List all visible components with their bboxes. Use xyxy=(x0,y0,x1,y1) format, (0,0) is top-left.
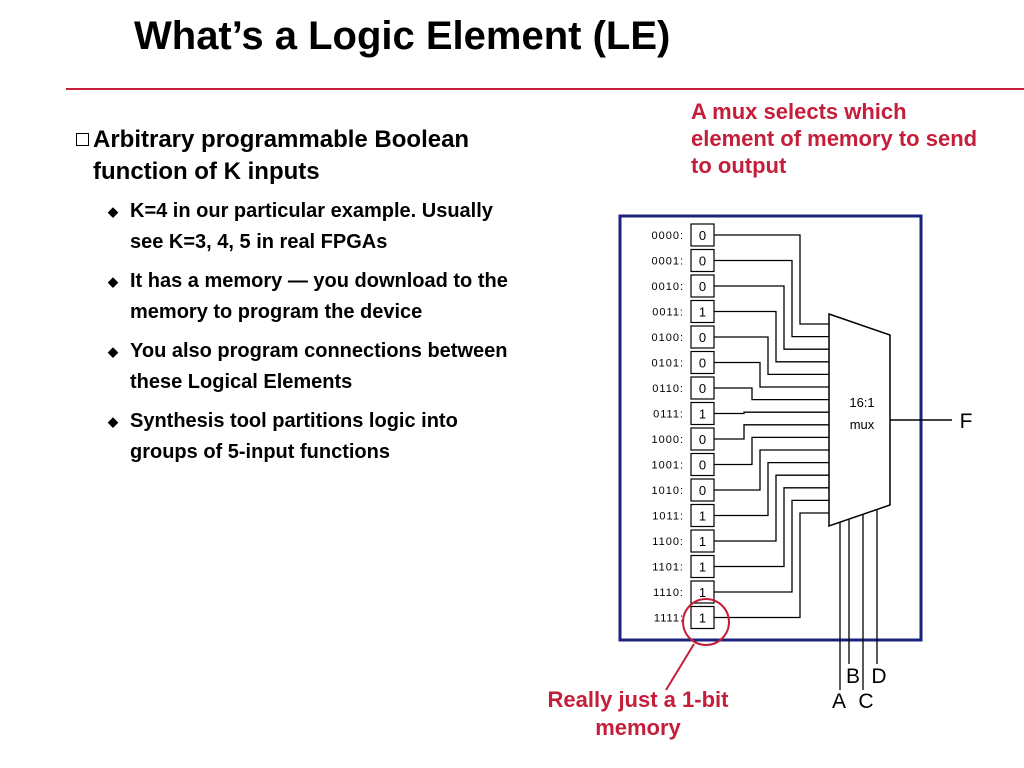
sub-bullet-text: You also program connections between the… xyxy=(130,340,508,393)
memory-address-label: 1100: xyxy=(652,536,684,548)
square-bullet-icon xyxy=(76,133,89,146)
mux-input-wire xyxy=(714,234,829,325)
mux-label-text: mux xyxy=(850,417,875,432)
memory-address-label: 0100: xyxy=(651,332,684,344)
mux-input-wire xyxy=(714,474,829,542)
memory-bit-value: 0 xyxy=(699,254,706,269)
sub-bullet-text: K=4 in our particular example. Usually s… xyxy=(130,200,493,253)
mux-input-wire xyxy=(714,449,829,491)
memory-address-label: 0011: xyxy=(652,307,684,319)
memory-bit-value: 1 xyxy=(699,534,706,549)
main-bullet: Arbitrary programmable Boolean function … xyxy=(70,124,530,188)
title-divider xyxy=(66,88,1024,90)
select-lines xyxy=(839,509,878,690)
sub-bullet: ◆ It has a memory — you download to the … xyxy=(108,266,530,328)
mux-input-wire xyxy=(714,512,829,619)
memory-bit-value: 1 xyxy=(699,611,706,626)
mux-input-wire xyxy=(714,361,829,388)
select-label-a: A xyxy=(832,690,846,713)
memory-bit-value: 0 xyxy=(699,330,706,345)
output-label-f: F xyxy=(960,410,973,433)
memory-bit-value: 0 xyxy=(699,483,706,498)
diamond-bullet-icon: ◆ xyxy=(108,414,118,429)
slide-title: What’s a Logic Element (LE) xyxy=(134,14,671,58)
callout-pointer xyxy=(665,643,695,691)
memory-bit-value: 0 xyxy=(699,381,706,396)
memory-bit-value: 0 xyxy=(699,228,706,243)
sub-bullet: ◆ You also program connections between t… xyxy=(108,336,530,398)
memory-address-label: 1010: xyxy=(651,485,684,497)
memory-address-label: 1110: xyxy=(653,587,684,599)
mux-input-wire xyxy=(714,336,829,376)
main-bullet-text: Arbitrary programmable Boolean function … xyxy=(93,126,470,185)
le-frame xyxy=(618,214,923,642)
memory-bit-value: 1 xyxy=(699,407,706,422)
memory-bit-value: 1 xyxy=(699,560,706,575)
mux-input-wire xyxy=(714,259,829,338)
sub-bullet-list: ◆ K=4 in our particular example. Usually… xyxy=(70,196,530,468)
memory-address-label: 1000: xyxy=(651,434,684,446)
mux-input-wire xyxy=(714,436,829,466)
mux-input-wire xyxy=(714,487,829,568)
highlight-circle xyxy=(682,598,730,646)
memory-bit-value: 0 xyxy=(699,432,706,447)
memory-address-label: 0101: xyxy=(651,358,684,370)
mux-input-wire xyxy=(714,387,829,401)
memory-bit-value: 0 xyxy=(699,458,706,473)
memory-bit-value: 1 xyxy=(699,509,706,524)
sub-bullet-text: It has a memory — you download to the me… xyxy=(130,270,508,323)
mux-callout: A mux selects which element of memory to… xyxy=(691,99,978,178)
bullet-list: Arbitrary programmable Boolean function … xyxy=(70,124,530,476)
memory-address-label: 0110: xyxy=(652,383,684,395)
memory-bit-value: 0 xyxy=(699,356,706,371)
diamond-bullet-icon: ◆ xyxy=(108,274,118,289)
memory-callout: Really just a 1-bit memory xyxy=(547,687,729,740)
mux-label-ratio: 16:1 xyxy=(849,395,874,410)
select-label-c: C xyxy=(858,690,873,713)
mux-input-wire xyxy=(714,424,829,440)
memory-address-label: 1111: xyxy=(654,613,684,625)
memory-address-label: 0010: xyxy=(651,281,684,293)
mux-input-wire xyxy=(714,285,829,350)
sub-bullet: ◆ K=4 in our particular example. Usually… xyxy=(108,196,530,258)
diamond-bullet-icon: ◆ xyxy=(108,204,118,219)
memory-bit-value: 1 xyxy=(699,585,706,600)
select-label-d: D xyxy=(871,665,886,688)
mux-body xyxy=(828,312,891,528)
memory-address-label: 0001: xyxy=(651,256,684,268)
memory-address-label: 1001: xyxy=(651,460,684,472)
sub-bullet-text: Synthesis tool partitions logic into gro… xyxy=(130,410,458,463)
mux-input-wire xyxy=(714,499,829,593)
mux-input-wire xyxy=(714,310,829,363)
memory-bit-value: 0 xyxy=(699,279,706,294)
memory-address-label: 1011: xyxy=(652,511,684,523)
mux-input-wire xyxy=(714,411,829,415)
memory-address-label: 1101: xyxy=(652,562,684,574)
memory-address-label: 0000: xyxy=(651,230,684,242)
memory-bit-value: 1 xyxy=(699,305,706,320)
diamond-bullet-icon: ◆ xyxy=(108,344,118,359)
select-label-b: B xyxy=(846,665,860,688)
memory-address-label: 0111: xyxy=(653,409,684,421)
mux-input-wire xyxy=(714,461,829,517)
sub-bullet: ◆ Synthesis tool partitions logic into g… xyxy=(108,406,530,468)
